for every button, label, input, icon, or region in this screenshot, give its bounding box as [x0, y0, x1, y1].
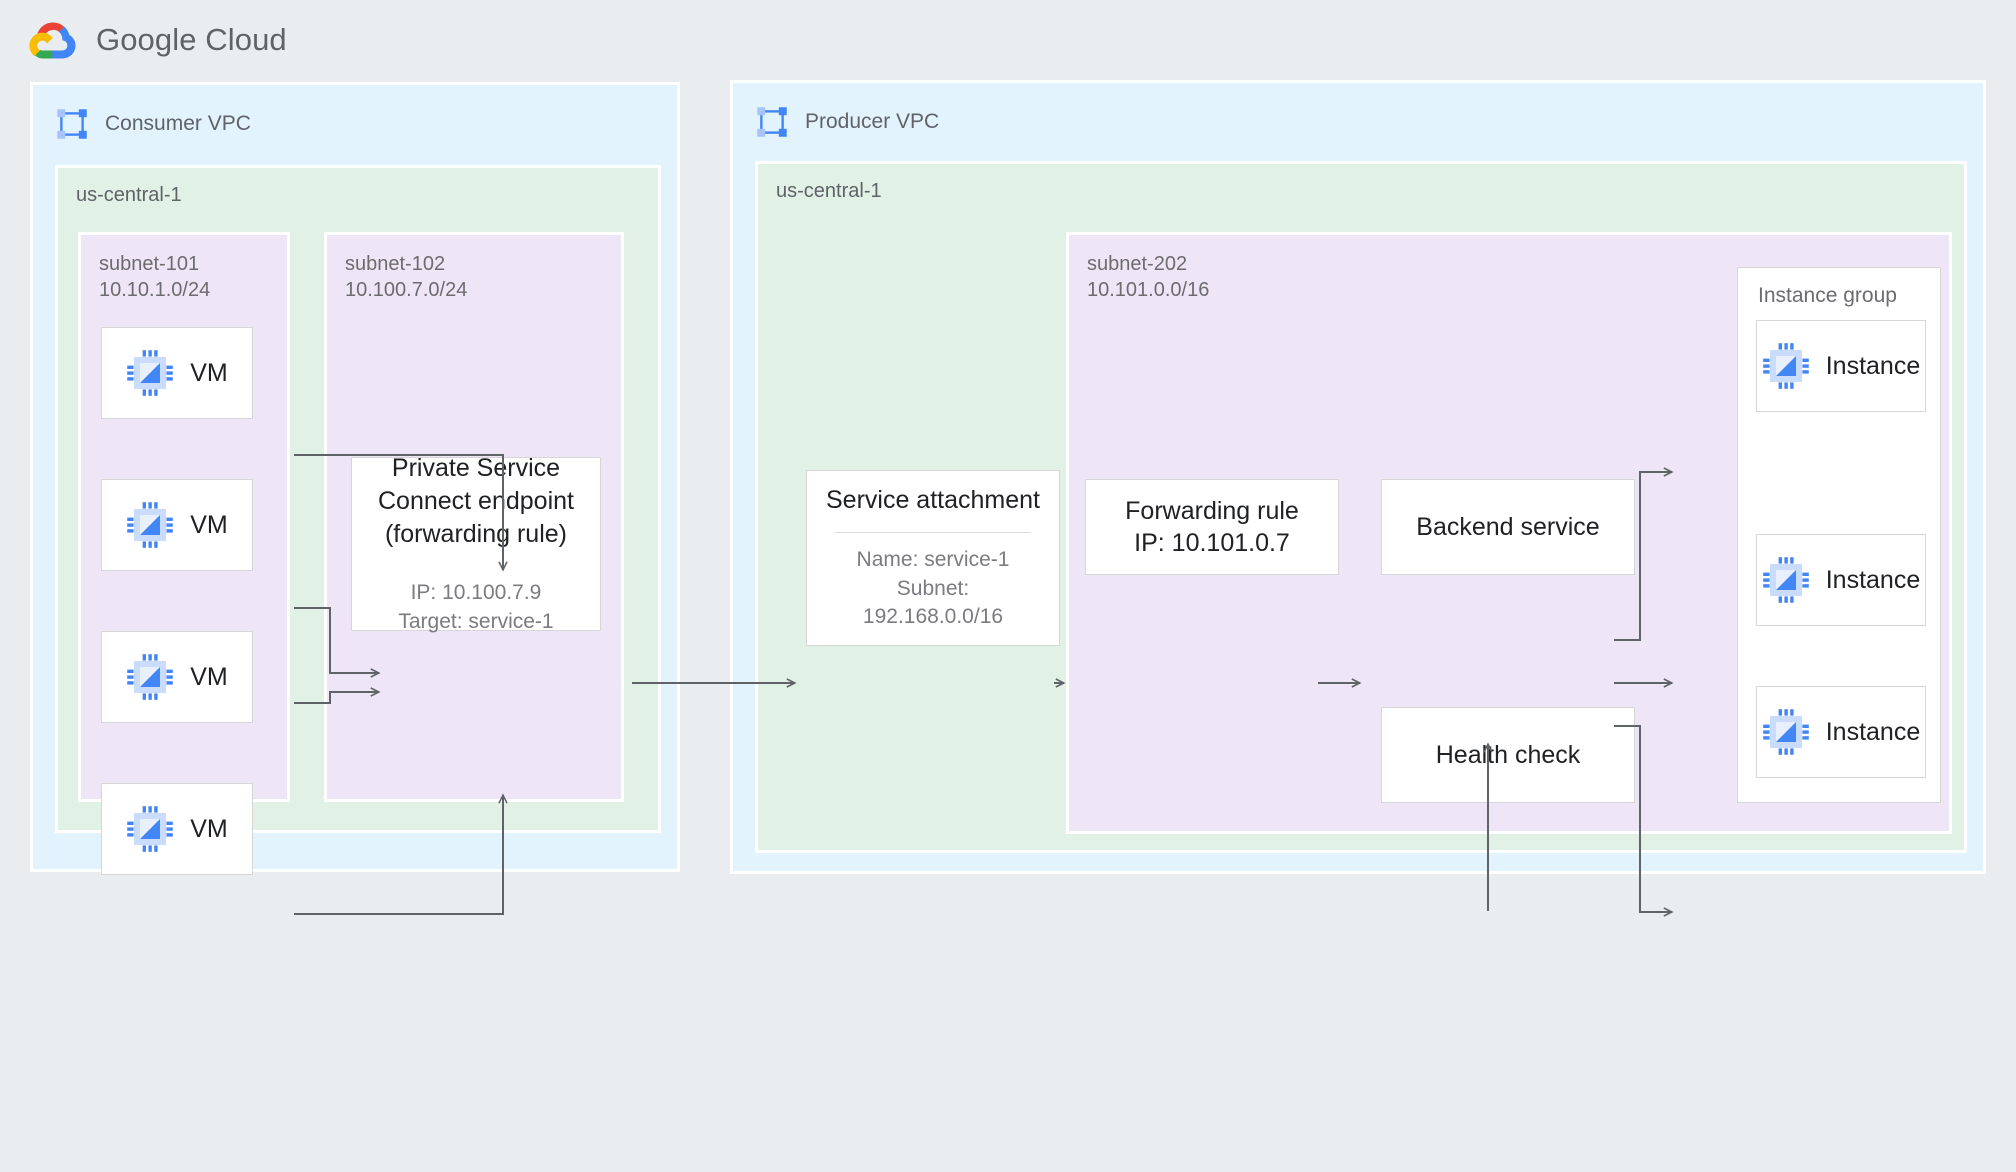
vm-node-4: VM — [126, 805, 228, 853]
health-check-label: Health check — [1435, 740, 1581, 769]
service-attachment-details: Name: service-1 Subnet: 192.168.0.0/16 — [856, 548, 1010, 629]
instance-card-3[interactable]: Instance — [1756, 686, 1926, 778]
subnet-102-label: subnet-102 10.100.7.0/24 — [345, 251, 467, 304]
backend-service-card[interactable]: Backend service — [1381, 479, 1635, 575]
vm-card-4[interactable]: VM — [101, 783, 253, 875]
psc-endpoint-title: Private Service Connect endpoint (forwar… — [378, 453, 574, 548]
vm-label-4: VM — [190, 814, 228, 843]
consumer-region-label: us-central-1 — [76, 184, 182, 206]
vpc-icon — [57, 109, 87, 139]
producer-vpc-title: Producer VPC — [805, 110, 940, 133]
vm-label-2: VM — [190, 510, 228, 539]
instance-card-2[interactable]: Instance — [1756, 534, 1926, 626]
subnet-102-name: subnet-102 — [345, 253, 446, 275]
instance-label-1: Instance — [1825, 351, 1921, 380]
instance-group-label: Instance group — [1758, 284, 1897, 307]
vm-label-1: VM — [190, 358, 228, 387]
service-attachment-title: Service attachment — [826, 486, 1040, 515]
instance-label-3: Instance — [1825, 717, 1921, 746]
subnet-202-container: subnet-202 10.101.0.0/16 Forwarding rule… — [1066, 232, 1952, 834]
health-check-card[interactable]: Health check — [1381, 707, 1635, 803]
instance-node-3: Instance — [1762, 708, 1921, 756]
psc-endpoint-details: IP: 10.100.7.9 Target: service-1 — [398, 580, 554, 633]
google-cloud-logo-icon — [29, 22, 76, 59]
instance-node-1: Instance — [1762, 342, 1921, 390]
consumer-region-container: us-central-1 subnet-101 10.10.1.0/24 — [55, 165, 661, 875]
instance-node-2: Instance — [1762, 556, 1921, 604]
consumer-vpc-header: Consumer VPC — [55, 107, 251, 141]
vm-label-3: VM — [190, 662, 228, 691]
subnet-101-cidr: 10.10.1.0/24 — [99, 279, 211, 302]
producer-region-container: us-central-1 Service attachment Name: se… — [755, 161, 1967, 853]
producer-vpc-container: Producer VPC us-central-1 Service attach… — [730, 80, 1986, 874]
vm-node-3: VM — [126, 653, 228, 701]
subnet-101-label: subnet-101 10.10.1.0/24 — [99, 251, 210, 304]
consumer-vpc-container: Consumer VPC us-central-1 subnet-101 10.… — [30, 82, 680, 875]
vm-chip-icon — [127, 806, 174, 852]
subnet-102-container: subnet-102 10.100.7.0/24 Private Service… — [324, 232, 624, 802]
producer-region-label: us-central-1 — [776, 180, 882, 202]
instance-label-2: Instance — [1825, 565, 1921, 594]
instance-card-1[interactable]: Instance — [1756, 320, 1926, 412]
vm-chip-icon — [127, 654, 174, 700]
vpc-icon — [757, 107, 787, 137]
service-attachment-card[interactable]: Service attachment Name: service-1 Subne… — [806, 470, 1060, 646]
subnet-102-cidr: 10.100.7.0/24 — [345, 279, 468, 302]
vm-card-1[interactable]: VM — [101, 327, 253, 419]
vm-card-3[interactable]: VM — [101, 631, 253, 723]
service-attachment-divider — [834, 532, 1032, 534]
vm-chip-icon — [1762, 709, 1809, 755]
google-cloud-brand: Google Cloud — [28, 18, 287, 62]
subnet-202-name: subnet-202 — [1087, 253, 1188, 275]
consumer-vpc-title: Consumer VPC — [105, 112, 251, 135]
instance-group-container: Instance group — [1737, 267, 1941, 803]
producer-vpc-header: Producer VPC — [755, 105, 939, 139]
vm-chip-icon — [127, 502, 174, 548]
vm-chip-icon — [1762, 343, 1809, 389]
subnet-101-container: subnet-101 10.10.1.0/24 — [78, 232, 290, 875]
forwarding-rule-card[interactable]: Forwarding rule IP: 10.101.0.7 — [1085, 479, 1339, 575]
vm-chip-icon — [127, 350, 174, 396]
psc-endpoint-card[interactable]: Private Service Connect endpoint (forwar… — [351, 454, 601, 633]
vm-card-2[interactable]: VM — [101, 479, 253, 571]
vm-chip-icon — [1762, 557, 1809, 603]
forwarding-rule-text: Forwarding rule IP: 10.101.0.7 — [1125, 496, 1299, 558]
subnet-202-label: subnet-202 10.101.0.0/16 — [1087, 251, 1209, 304]
subnet-202-cidr: 10.101.0.0/16 — [1087, 279, 1210, 302]
brand-name: Google Cloud — [96, 22, 287, 57]
backend-service-label: Backend service — [1416, 512, 1600, 541]
vm-node-2: VM — [126, 501, 228, 549]
subnet-101-name: subnet-101 — [99, 253, 200, 275]
vm-node-1: VM — [126, 349, 228, 397]
